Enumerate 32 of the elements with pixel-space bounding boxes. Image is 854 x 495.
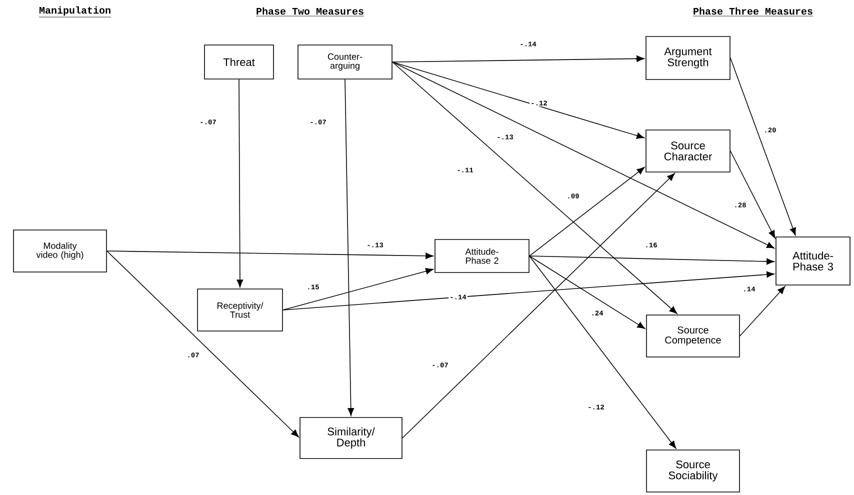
variable-box: Source Sociability (646, 450, 740, 492)
variable-box: Similarity/ Depth (300, 417, 402, 459)
arrow (236, 79, 244, 288)
variable-box: Attitude- Phase 3 (776, 236, 850, 286)
arrow (392, 62, 775, 249)
arrow (730, 58, 796, 236)
arrow (740, 286, 786, 336)
arrow (392, 56, 644, 62)
variable-box: Counter- arguing (298, 44, 392, 80)
arrow (529, 256, 676, 449)
variable-box: Source Character (646, 130, 730, 172)
arrow (344, 79, 354, 416)
variable-box: Argument Strength (646, 36, 730, 80)
arrow (106, 250, 434, 260)
variable-box: Attitude- Phase 2 (434, 239, 530, 273)
arrow (282, 271, 774, 310)
arrow (392, 62, 678, 314)
variable-box: Threat (204, 44, 274, 80)
column-heading: Phase Three Measures (692, 7, 814, 16)
arrow (402, 173, 675, 438)
arrow (529, 256, 646, 329)
arrow (529, 167, 645, 256)
arrow (106, 250, 299, 438)
variable-box: Receptivity/ Trust (197, 288, 283, 332)
arrow (730, 150, 776, 238)
variable-box: Source Competence (646, 314, 740, 358)
arrow (392, 62, 644, 139)
arrow (282, 268, 434, 310)
column-heading: Manipulation (38, 6, 112, 18)
variable-box: Modality video (high) (13, 230, 107, 272)
arrow (529, 256, 774, 265)
column-heading: Phase Two Measures (256, 7, 364, 16)
